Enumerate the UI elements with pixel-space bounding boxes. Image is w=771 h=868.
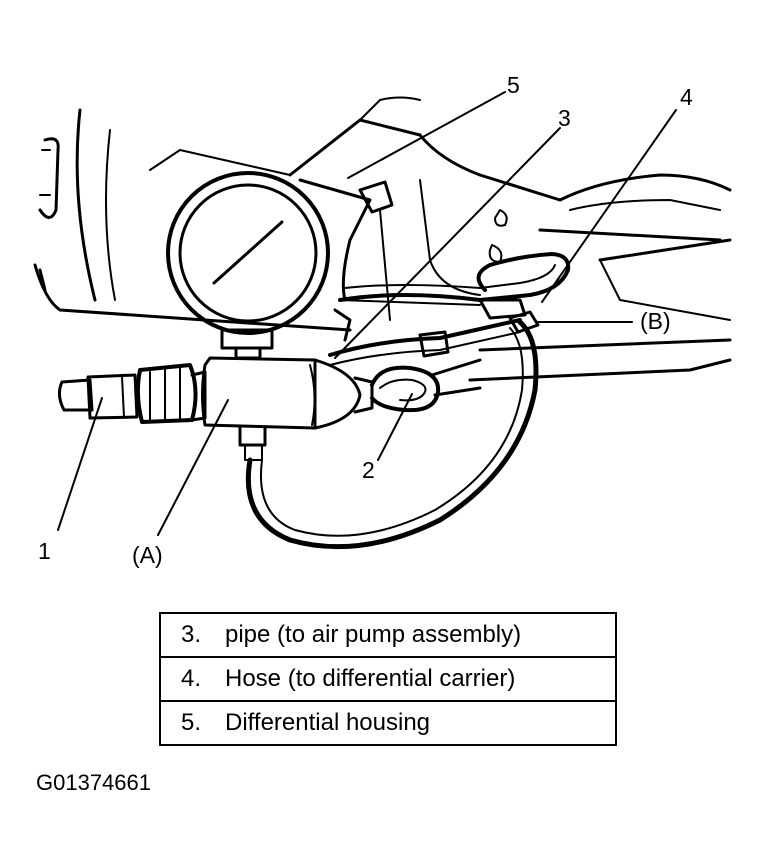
- leader-3: [334, 127, 561, 359]
- legend-table: 3. pipe (to air pump assembly) 4. Hose (to…: [159, 612, 617, 746]
- leader-1: [57, 397, 103, 531]
- legend-text: Hose (to differential carrier): [225, 665, 516, 692]
- leader-lines: [57, 91, 677, 536]
- legend-row: 3. pipe (to air pump assembly): [159, 612, 617, 658]
- callout-5: 5: [507, 72, 520, 98]
- legend-number: 5.: [180, 709, 201, 736]
- leader-2: [377, 393, 413, 461]
- callout-3: 3: [558, 105, 571, 131]
- return-hose: [245, 310, 540, 550]
- callout-4: 4: [680, 84, 693, 110]
- pressure-gauge: [166, 171, 330, 360]
- adapter-fitting-1: [57, 363, 207, 424]
- legend-text: Differential housing: [225, 709, 431, 736]
- leader-5: [347, 91, 506, 179]
- legend-cell: 5. Differential housing: [159, 700, 617, 746]
- callout-a: (A): [132, 542, 163, 568]
- legend-row: 5. Differential housing: [159, 700, 617, 746]
- hose-2: [370, 358, 482, 413]
- callout-1: 1: [38, 538, 51, 564]
- legend-cell: 4. Hose (to differential carrier): [159, 656, 617, 702]
- figure-id: G01374661: [36, 770, 151, 795]
- callout-b: (B): [640, 308, 671, 334]
- legend-row: 4. Hose (to differential carrier): [159, 656, 617, 702]
- legend-number: 4.: [180, 665, 201, 692]
- pipe-3: [328, 318, 522, 366]
- legend-cell: 3. pipe (to air pump assembly): [159, 612, 617, 658]
- leader-a: [157, 399, 229, 536]
- hose-4: [338, 252, 571, 320]
- leader-4: [541, 109, 677, 303]
- vehicle-structure: [33, 96, 732, 382]
- legend-number: 3.: [180, 621, 201, 648]
- tool-body-a: [201, 356, 374, 461]
- legend-text: pipe (to air pump assembly): [225, 621, 522, 648]
- pressure-gauge-illustration: [33, 91, 732, 550]
- callout-2: 2: [362, 457, 375, 483]
